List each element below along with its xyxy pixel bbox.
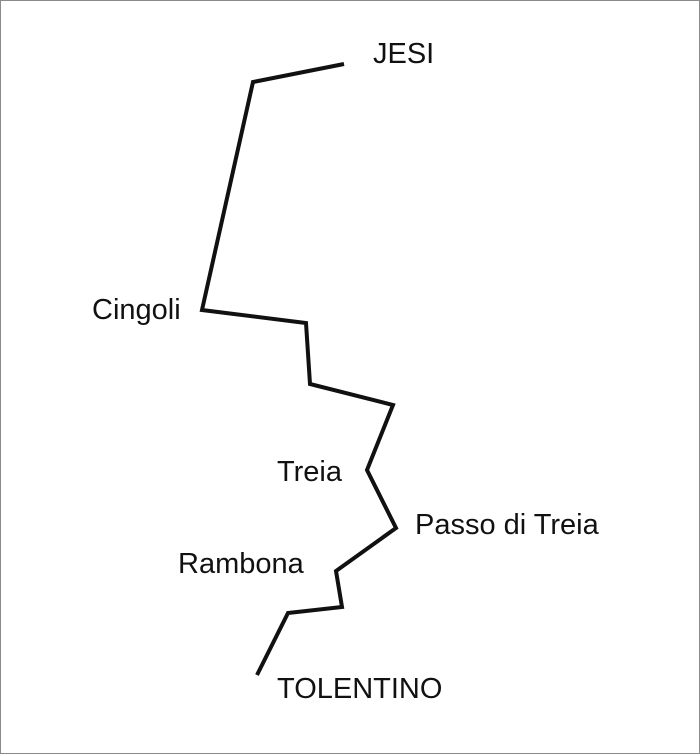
place-label-passo-di-treia: Passo di Treia	[415, 509, 600, 541]
place-label-cingoli: Cingoli	[92, 294, 181, 326]
place-label-rambona: Rambona	[178, 548, 305, 580]
place-label-treia: Treia	[277, 456, 343, 488]
place-label-tolentino: TOLENTINO	[277, 673, 442, 705]
route-line	[199, 62, 399, 676]
place-label-jesi: JESI	[373, 38, 434, 70]
